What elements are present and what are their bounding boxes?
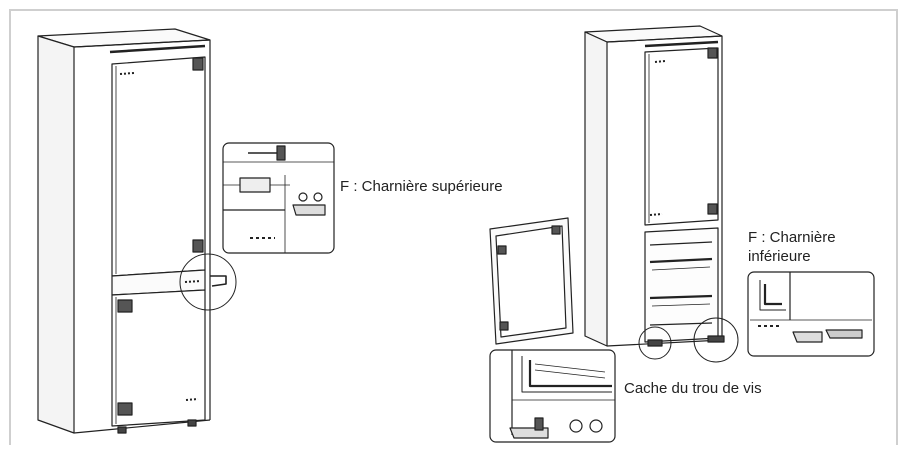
figure-frame	[9, 9, 898, 445]
top-hinge-detail	[222, 142, 335, 254]
bottom-hinge-detail	[747, 271, 875, 357]
bottom-hinge-label-line2: inférieure	[748, 248, 811, 265]
loose-door	[489, 217, 574, 345]
bottom-hinge-label: F : Charnière inférieure	[748, 228, 836, 266]
bottom-hinge-label-line1: F : Charnière	[748, 229, 836, 246]
fridge-right	[584, 25, 739, 363]
screw-cover-label: Cache du trou de vis	[624, 380, 762, 397]
screw-cover-detail	[489, 349, 616, 443]
top-hinge-label: F : Charnière supérieure	[340, 178, 503, 195]
fridge-left	[37, 28, 237, 434]
